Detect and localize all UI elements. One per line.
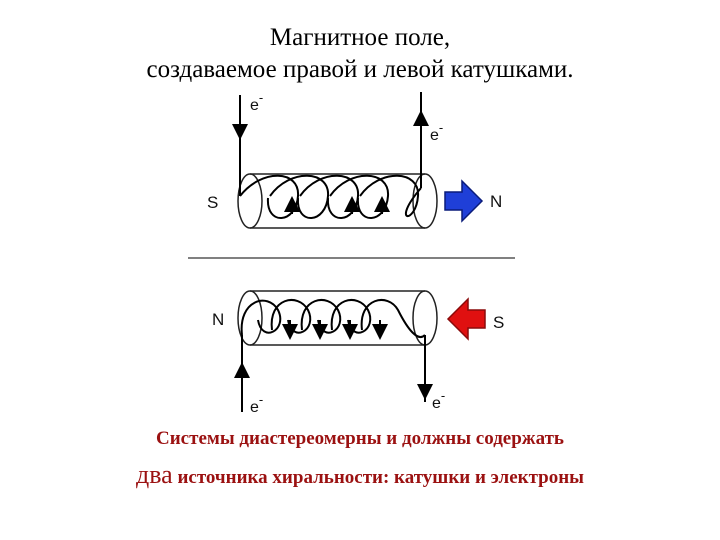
- caption-emphasis: два: [135, 460, 173, 489]
- title-line-2: создаваемое правой и левой катушками.: [146, 56, 574, 83]
- top-pole-right: N: [490, 192, 502, 211]
- top-coil: e- e- S N: [207, 90, 502, 229]
- caption-line-2: два источника хиральности: катушки и эле…: [0, 460, 720, 490]
- top-electron-out-label: e-: [430, 120, 443, 144]
- top-cylinder: [237, 173, 438, 229]
- bottom-helix-arrows: [282, 320, 388, 340]
- bottom-cylinder: [237, 290, 438, 346]
- bottom-helix: [240, 299, 426, 338]
- top-helix-arrows: [284, 196, 390, 214]
- title-line-1: Магнитное поле,: [269, 24, 451, 51]
- top-north-arrow: [444, 179, 484, 223]
- bottom-pole-left: N: [212, 310, 224, 329]
- caption-line-2-rest: источника хиральности: катушки и электро…: [172, 467, 585, 488]
- bottom-south-arrow: [446, 297, 486, 341]
- bottom-coil: N S e- e-: [212, 290, 504, 416]
- top-pole-left: S: [207, 193, 218, 212]
- top-helix: [239, 174, 422, 219]
- bottom-electron-in-label: e-: [250, 392, 263, 416]
- top-electron-in-label: e-: [250, 90, 263, 114]
- bottom-pole-right: S: [493, 313, 504, 332]
- bottom-electron-out-label: e-: [432, 388, 445, 412]
- slide-title: Магнитное поле, создаваемое правой и лев…: [0, 22, 720, 86]
- caption-line-1: Системы диастереомерны и должны содержат…: [156, 428, 564, 449]
